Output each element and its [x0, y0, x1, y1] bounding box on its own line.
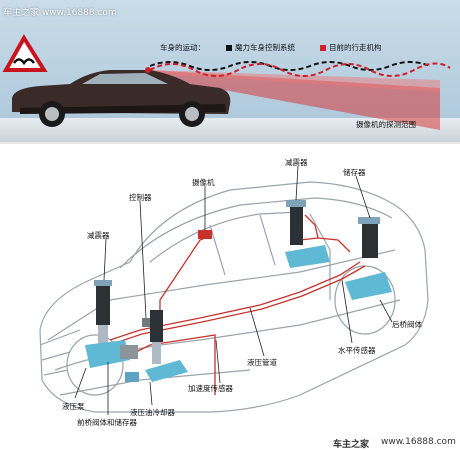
- rear-accumulator-strut: [345, 217, 392, 300]
- leader-rear-valve: [379, 299, 393, 323]
- camera-unit: [198, 230, 212, 239]
- leader-pump: [74, 367, 87, 399]
- leader-level-sensor: [341, 279, 353, 344]
- front-axle-assembly: [85, 340, 188, 382]
- leader-shock-right: [295, 165, 299, 201]
- leader-controller: [139, 200, 147, 319]
- leader-cooler: [149, 381, 153, 406]
- legend-item2-label: 目前的行走机构: [329, 43, 382, 52]
- label-hydraulic-pipe: 液压管道: [247, 358, 277, 367]
- leader-accumulator: [355, 175, 371, 219]
- camera-range-label: 摄像机的探测范围: [356, 120, 416, 129]
- watermark-bottom-brand: 车主之家: [333, 440, 370, 450]
- watermark-bottom-url: www.16888.com: [381, 437, 456, 447]
- label-shock-right: 减震器: [285, 158, 308, 167]
- legend-item-body-control: 魔力车身控制系统: [226, 42, 295, 53]
- legend-swatch-black: [226, 45, 232, 51]
- sedan-wireframe: [39, 181, 429, 413]
- label-shock-left: 减震器: [87, 231, 110, 240]
- label-hydraulic-pump: 液压泵: [62, 402, 85, 411]
- body-motion-black-wave: [149, 61, 431, 71]
- label-rear-valve: 后桥阀体: [392, 320, 422, 329]
- label-controller: 控制器: [129, 193, 152, 202]
- legend-title: 车身的运动：: [160, 43, 205, 52]
- front-strut-right: [150, 310, 163, 364]
- label-front-valve: 前桥阀体和储存器: [77, 418, 137, 427]
- controller-unit: [142, 318, 156, 327]
- watermark-top: 车主之家 www.16888.com: [3, 8, 117, 18]
- bump-warning-sign-icon: [2, 34, 48, 72]
- road-surface: [0, 118, 460, 143]
- legend-item1-label: 魔力车身控制系统: [235, 43, 295, 52]
- legend-item-current-chassis: 目前的行走机构: [320, 42, 382, 53]
- leader-accel: [215, 339, 221, 384]
- label-camera: 摄像机: [192, 178, 215, 187]
- body-motion-red-wave: [149, 62, 451, 77]
- front-shock-absorber: [94, 280, 112, 345]
- label-accel-sensor: 加速度传感器: [188, 384, 233, 393]
- leader-pipe: [249, 307, 265, 357]
- hydraulic-lines: [109, 214, 366, 395]
- label-oil-cooler: 液压油冷却器: [130, 408, 175, 417]
- label-level-sensor: 水平传感器: [338, 346, 376, 355]
- sedan-side-view: [12, 70, 231, 127]
- label-accumulator: 储存器: [343, 168, 366, 177]
- legend-swatch-red: [320, 45, 326, 51]
- leader-shock-left: [103, 238, 107, 281]
- rear-shock-absorber: [285, 200, 330, 268]
